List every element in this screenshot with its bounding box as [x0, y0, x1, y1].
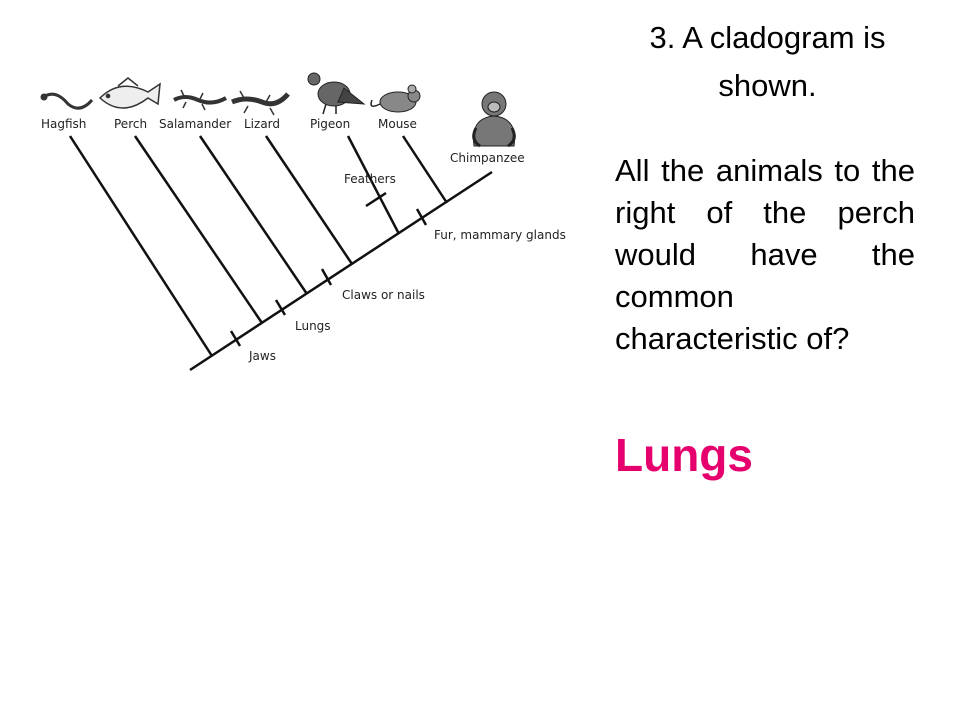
chimpanzee-icon [472, 91, 516, 148]
lizard-icon [231, 90, 290, 116]
pigeon-icon [307, 72, 366, 115]
trait-label-jaws: Jaws [248, 349, 276, 363]
taxon-label-lizard: Lizard [244, 117, 280, 131]
tick-jaws [229, 330, 242, 347]
hagfish-icon [40, 92, 94, 110]
tick-fur [415, 208, 428, 226]
perch-icon [98, 77, 161, 109]
taxon-label-perch: Perch [114, 117, 147, 131]
taxon-label-salamander: Salamander [159, 117, 231, 131]
question-text: All the animals to the right of the perc… [615, 153, 915, 356]
branch-salamander [198, 135, 309, 295]
main-trunk [189, 170, 493, 372]
tick-claws [320, 268, 333, 286]
trait-label-feathers: Feathers [344, 172, 396, 186]
trait-label-claws: Claws or nails [342, 288, 425, 302]
slide-title: 3. A cladogram is shown. [649, 20, 886, 103]
branch-perch [133, 135, 264, 324]
tick-feathers [365, 191, 387, 208]
branch-lizard [264, 135, 354, 265]
cladogram: Hagfish Perch Salamander Lizard Pigeon M… [40, 72, 566, 372]
taxon-label-hagfish: Hagfish [41, 117, 86, 131]
tick-lungs [274, 299, 287, 316]
trait-label-fur: Fur, mammary glands [434, 228, 566, 242]
mouse-icon [370, 84, 421, 113]
taxon-label-chimpanzee: Chimpanzee [450, 151, 525, 165]
branch-pigeon [346, 135, 401, 235]
trait-label-lungs: Lungs [295, 319, 331, 333]
branch-hagfish [68, 135, 214, 357]
taxon-label-mouse: Mouse [378, 117, 417, 131]
answer-text: Lungs [615, 429, 753, 481]
taxon-label-pigeon: Pigeon [310, 117, 350, 131]
salamander-icon [173, 89, 227, 111]
branch-mouse [401, 135, 449, 204]
